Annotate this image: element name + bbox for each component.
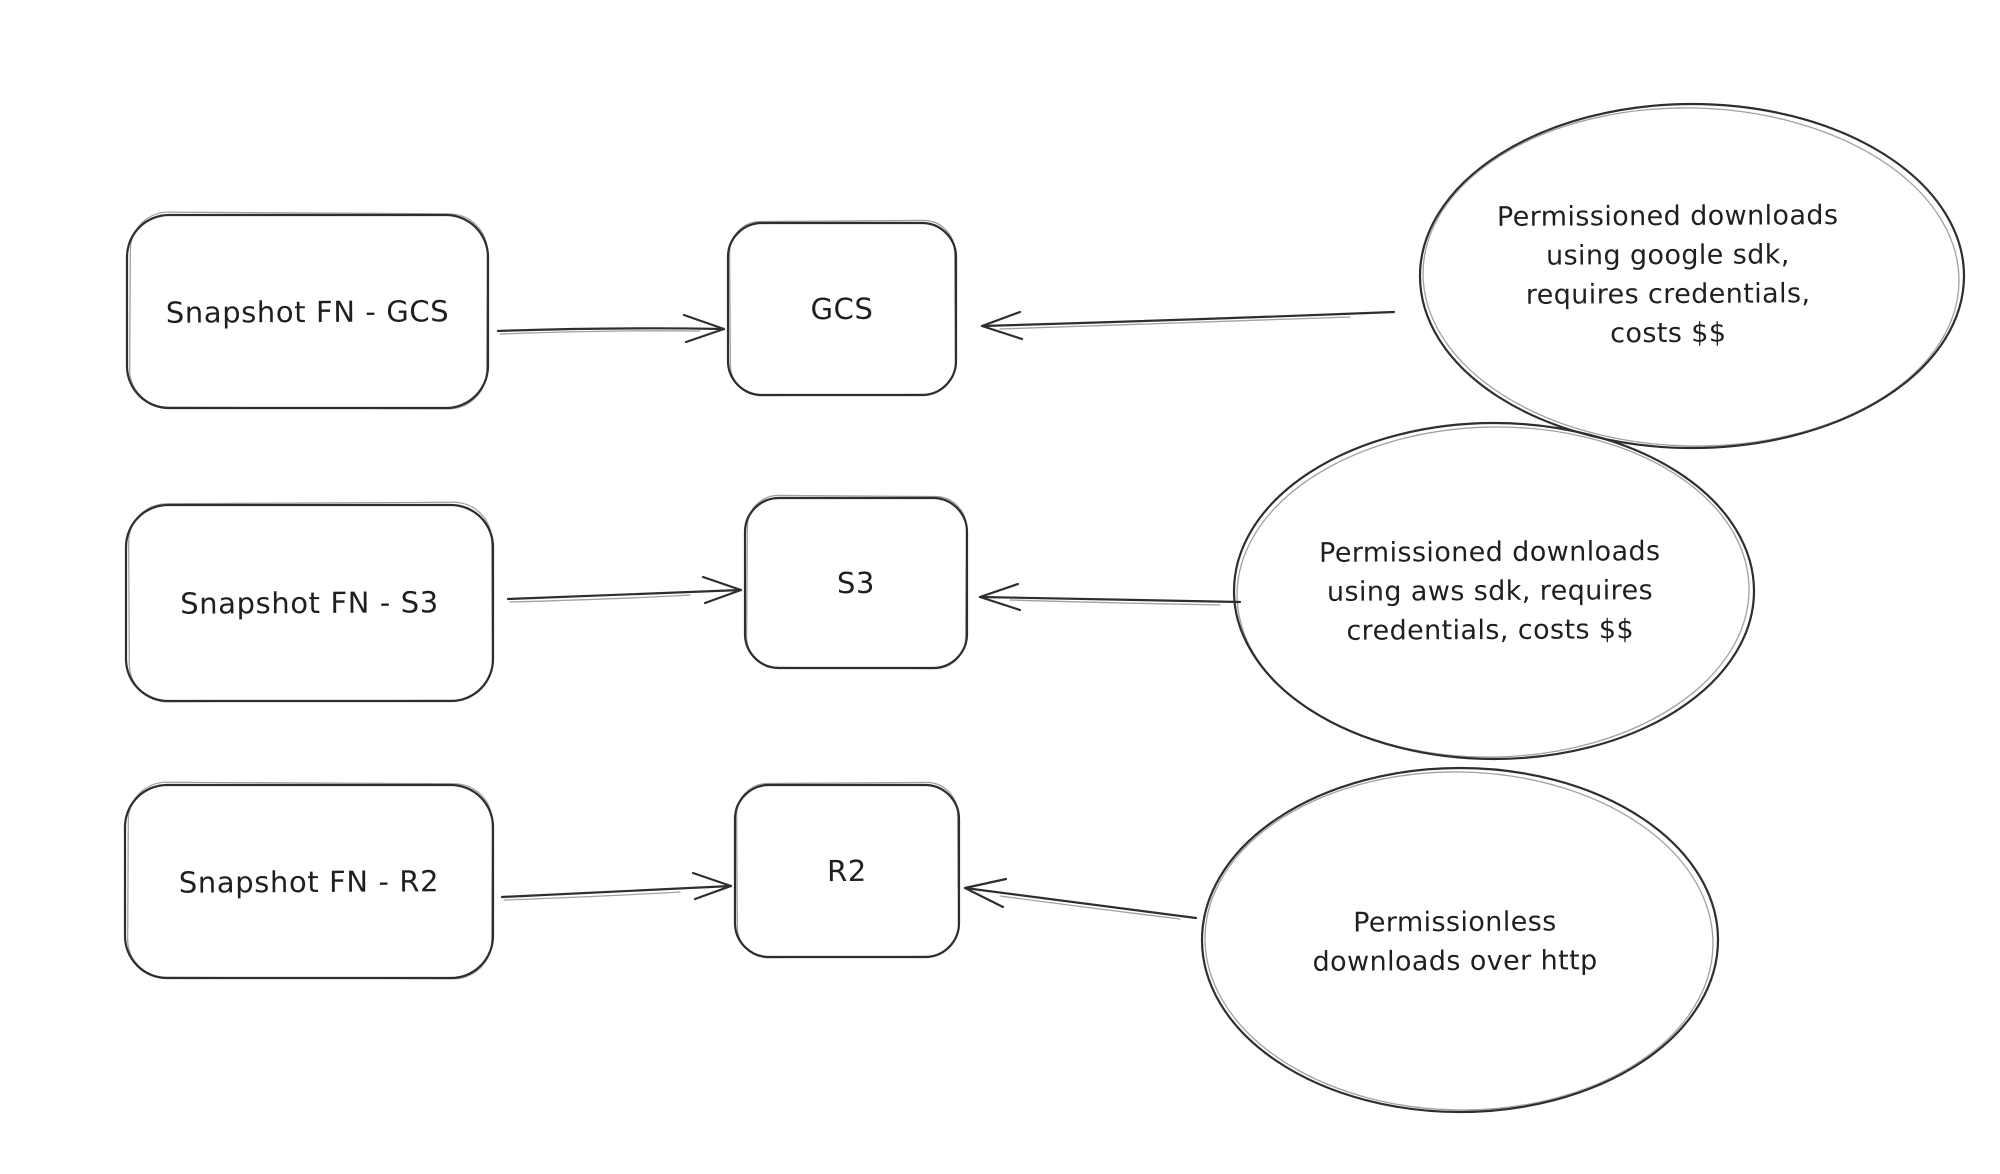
source-node-r2-shape [123, 781, 495, 980]
source-node-gcs-label: Snapshot FN - GCS [165, 293, 450, 330]
note-ellipse-gcs-shape [1418, 102, 1966, 450]
note-ellipse-r2-text: Permissionless downloads over http [1195, 902, 1715, 983]
note-ellipse-s3-shape [1232, 421, 1756, 761]
bucket-node-gcs-label: GCS [810, 291, 874, 327]
bucket-node-s3-label: S3 [836, 565, 876, 601]
note-line: Permissioned downloads [1319, 536, 1661, 569]
note-line: costs $$ [1610, 317, 1727, 350]
note-line: using aws sdk, requires [1326, 575, 1654, 608]
arrow-note-to-bucket-r2 [963, 877, 1198, 920]
arrow-source-to-bucket-r2 [500, 871, 733, 901]
source-node-s3-label: Snapshot FN - S3 [180, 585, 439, 621]
arrow-note-to-bucket-gcs [980, 310, 1396, 341]
note-ellipse-gcs-text: Permissioned downloads using google sdk,… [1408, 196, 1929, 355]
note-ellipse-s3-text: Permissioned downloads using aws sdk, re… [1230, 532, 1751, 652]
note-ellipse-r2-shape [1200, 766, 1720, 1114]
note-line: downloads over http [1312, 945, 1598, 978]
arrow-source-to-bucket-s3 [506, 575, 743, 605]
arrow-source-to-bucket-gcs [496, 313, 726, 344]
note-line: using google sdk, [1545, 239, 1790, 272]
bucket-node-r2-label: R2 [827, 853, 867, 889]
source-node-s3-shape [124, 501, 495, 703]
note-line: credentials, costs $$ [1346, 614, 1635, 647]
arrow-note-to-bucket-s3 [978, 582, 1242, 612]
bucket-node-r2-shape [733, 781, 961, 959]
note-line: requires credentials, [1525, 278, 1811, 311]
source-node-gcs-shape [125, 211, 490, 410]
note-line: Permissioned downloads [1496, 200, 1839, 233]
bucket-node-gcs-shape [726, 219, 958, 397]
bucket-node-s3-shape [743, 494, 969, 670]
note-line: Permissionless [1353, 906, 1557, 939]
source-node-r2-label: Snapshot FN - R2 [178, 863, 440, 900]
